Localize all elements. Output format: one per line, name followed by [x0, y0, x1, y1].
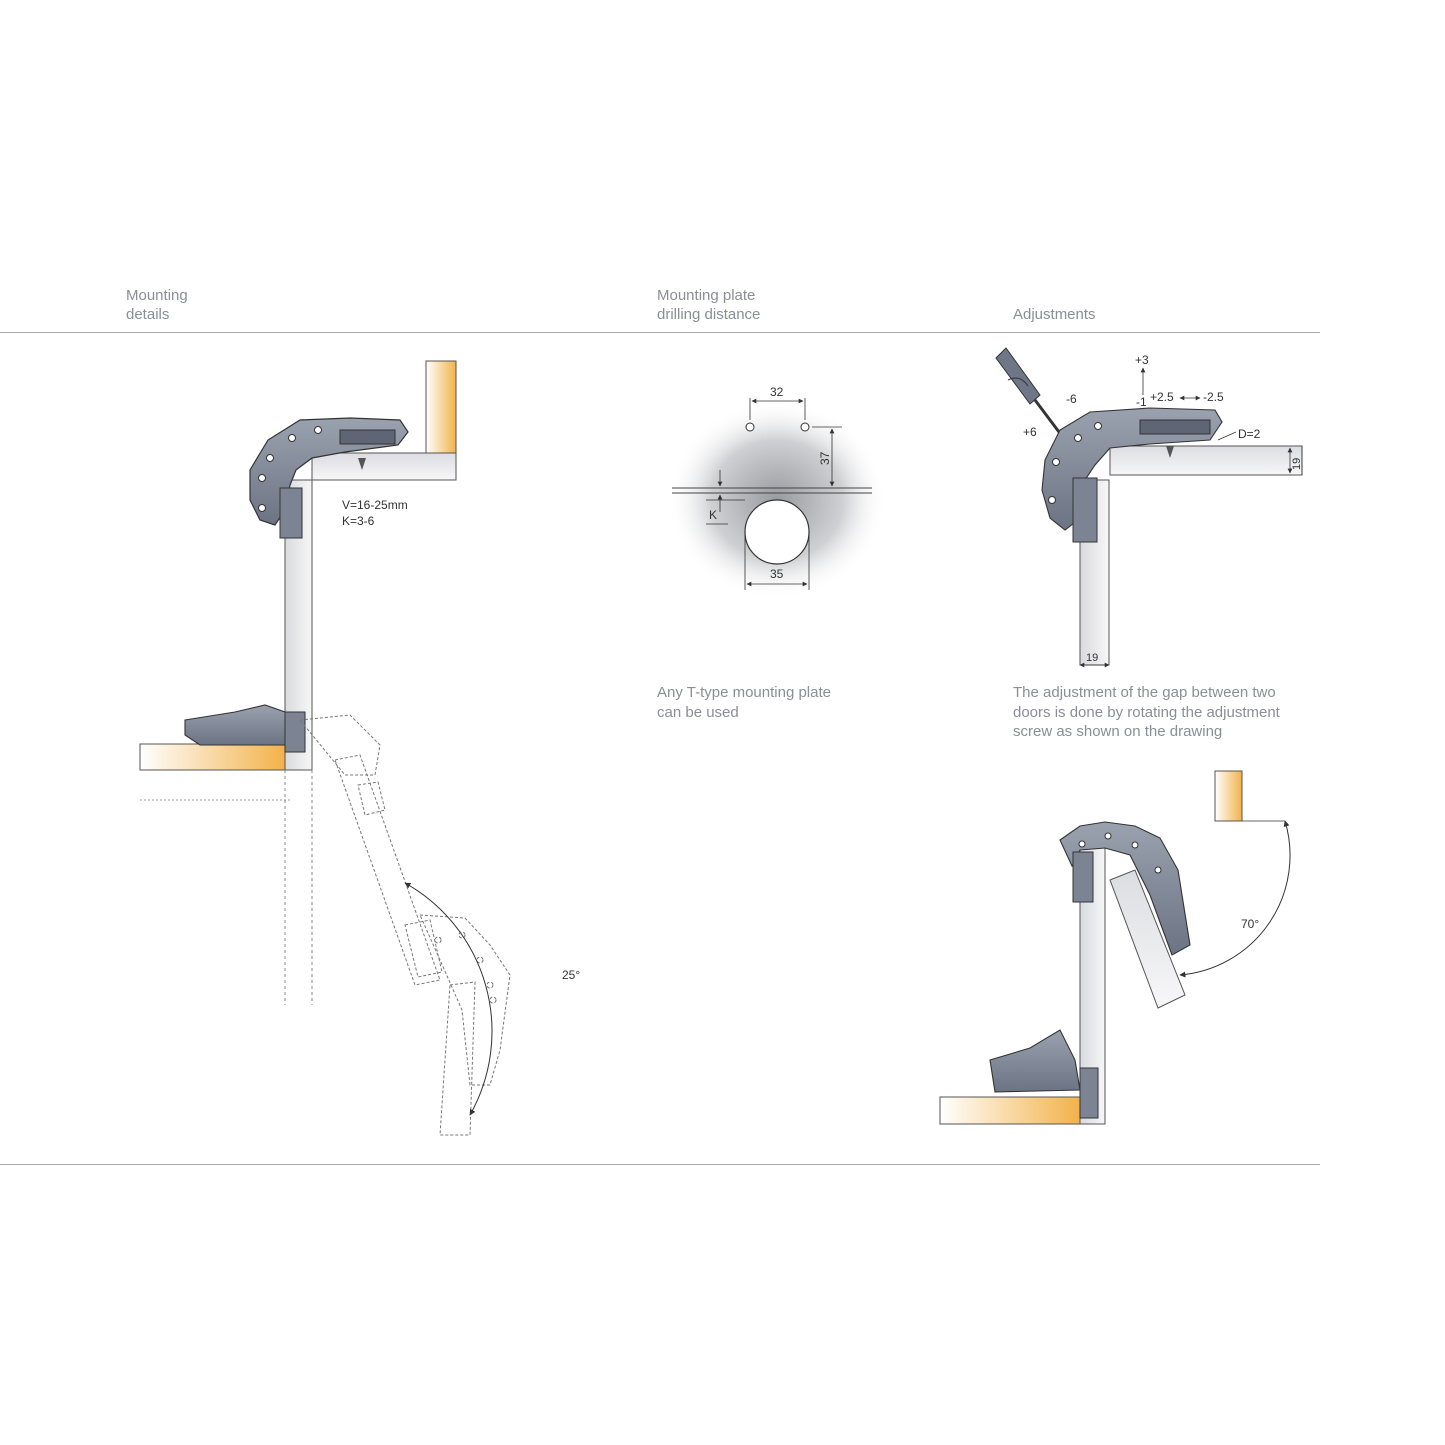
- screw-hole-left: [745, 422, 755, 432]
- opening-angle-drawing: 70°: [939, 770, 1291, 1125]
- offset-label: 37: [818, 451, 832, 465]
- adj-minus-six-label: -6: [1066, 392, 1077, 406]
- top-panel: [311, 452, 457, 481]
- adj-plus-two-five-label: +2.5: [1150, 390, 1174, 404]
- adjustment-note-line2: doors is done by rotating the adjustment: [1013, 703, 1280, 721]
- adj-plus-six-label: +6: [1023, 425, 1037, 439]
- adj-down-label: -1: [1136, 395, 1147, 409]
- adjustments-heading: Adjustments: [1013, 305, 1096, 324]
- hinge-closed-top: [249, 417, 409, 539]
- door-thickness-label: 19: [1086, 652, 1098, 664]
- seventy-angle-arc: [1179, 820, 1291, 978]
- screw-hole-right: [800, 422, 810, 432]
- mounting-details-title-line2: details: [126, 306, 170, 323]
- adj-d-label: D=2: [1238, 427, 1261, 441]
- adj-up-label: +3: [1135, 353, 1149, 367]
- mounting-details-drawing: V=16-25mm K=3-6: [139, 360, 580, 1136]
- adj-minus-two-five-label: -2.5: [1203, 390, 1224, 404]
- hinge-lower: [184, 704, 306, 753]
- bottom-side-wood: [1214, 770, 1243, 822]
- spec-k: K=3-6: [342, 514, 375, 528]
- adjustments-title: Adjustments: [1013, 306, 1096, 323]
- opening-angle-arc: [404, 882, 493, 1116]
- adjustment-note-line3: screw as shown on the drawing: [1013, 723, 1223, 740]
- bottom-hinge-lower: [989, 1029, 1099, 1119]
- drilling-note-line2: can be used: [657, 703, 739, 721]
- adjustment-note-line1: The adjustment of the gap between two: [1013, 684, 1276, 701]
- drilling-note: Any T-type mounting plate can be used: [657, 683, 831, 722]
- mounting-details-title-line1: Mounting: [126, 287, 188, 304]
- header-divider: [0, 332, 1320, 333]
- adjustment-note: The adjustment of the gap between two do…: [1013, 683, 1280, 742]
- adj-side-panel: [1109, 445, 1303, 476]
- side-thickness-label: 19: [1291, 458, 1303, 470]
- k-label: K: [709, 508, 717, 522]
- drilling-note-line1: Any T-type mounting plate: [657, 684, 831, 701]
- drilling-distance-title-line2: drilling distance: [657, 306, 761, 323]
- drilling-distance-drawing: 32 37 K 35: [667, 385, 887, 600]
- adjustment-angle-label: 70°: [1241, 917, 1259, 931]
- cabinet-side-wood: [425, 360, 457, 454]
- spec-v: V=16-25mm: [342, 498, 408, 512]
- bottom-shelf-wood: [939, 1096, 1081, 1125]
- footer-divider: [0, 1164, 1320, 1165]
- opened-door-outline: [299, 714, 511, 1136]
- drilling-distance-title-line1: Mounting plate: [657, 287, 756, 304]
- cup-hole: [744, 499, 810, 565]
- hole-spacing-label: 32: [770, 385, 784, 399]
- mounting-details-heading: Mounting details: [126, 286, 188, 324]
- mounting-angle-label: 25°: [562, 968, 580, 982]
- rotated-door: [1109, 869, 1186, 1009]
- adj-hinge: [1041, 407, 1223, 543]
- adjustments-drawing: +3 -1 -6 +6 +2.5 -2.5 D=2 19 19: [995, 347, 1303, 668]
- cup-diameter-label: 35: [770, 567, 784, 581]
- bottom-hinge-open: [1059, 821, 1191, 956]
- shelf-wood: [139, 743, 286, 771]
- drilling-distance-heading: Mounting plate drilling distance: [657, 286, 760, 324]
